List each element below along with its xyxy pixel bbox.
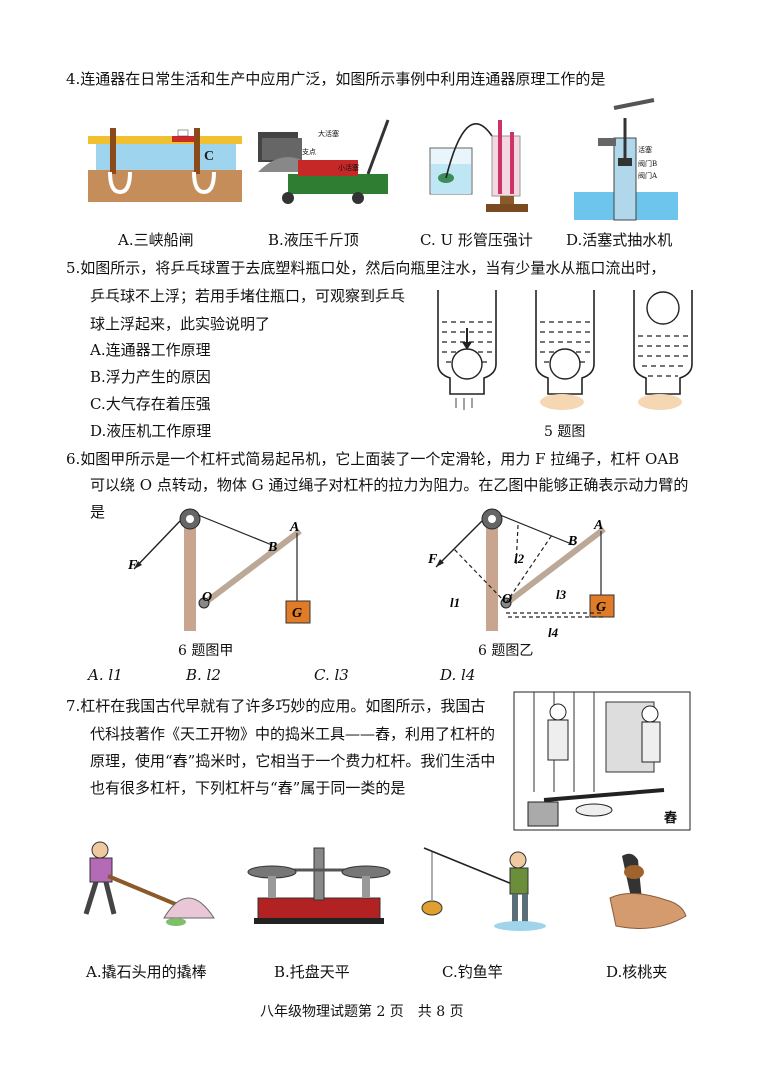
q5-option-a[interactable]: A.连通器工作原理 [90,341,211,359]
q7-option-d[interactable]: D.核桃夹 [606,963,668,981]
q6-caption-a: 6 题图甲 [178,643,234,659]
svg-text:l4: l4 [548,625,559,640]
q7-option-a[interactable]: A.撬石头用的撬棒 [86,963,207,981]
svg-text:O: O [502,592,512,607]
q4-option-a[interactable]: A.三峡船闸 [118,231,194,249]
svg-text:F: F [127,558,138,573]
q5-stem-line1: 5.如图所示，将乒乓球置于去底塑料瓶口处，然后向瓶里注水，当有少量水从瓶口流出时… [66,259,666,277]
svg-text:l3: l3 [556,587,567,602]
svg-text:A: A [289,520,299,535]
svg-text:B: B [267,540,277,555]
q7-stem-line1: 7.杠杆在我国古代早就有了许多巧妙的应用。如图所示，我国古 [66,697,486,715]
q6-stem-line3: 是 [90,503,106,521]
mortar-pestle-figure: 舂 [513,691,691,831]
ship-lock-figure: C [88,128,242,202]
ping-pong-bottle-figure [437,290,693,410]
svg-text:l2: l2 [514,551,525,566]
q5-option-c[interactable]: C.大气存在着压强 [90,395,211,413]
fishing-rod-figure [421,847,546,931]
q5-stem-line3: 球上浮起来，此实验说明了 [90,315,271,333]
q4-option-c[interactable]: C. U 形管压强计 [420,231,533,249]
svg-text:阀门A: 阀门A [638,171,658,180]
svg-text:小活塞: 小活塞 [338,163,359,172]
u-tube-manometer-figure [429,120,528,212]
svg-text:阀门B: 阀门B [638,159,657,168]
q7-stem-line2: 代科技著作《天工开物》中的捣米工具——舂，利用了杠杆的 [90,725,496,743]
hydraulic-jack-figure: 大活塞 支点 小活塞 [258,119,390,204]
svg-text:G: G [596,600,606,615]
q6-stem-line1: 6.如图甲所示是一个杠杆式简易起吊机，它上面装了一个定滑轮，用力 F 拉绳子，杠… [66,450,680,468]
nutcracker-figure [609,853,687,929]
q4-option-d[interactable]: D.活塞式抽水机 [566,231,673,249]
svg-text:l1: l1 [450,595,460,610]
q5-option-b[interactable]: B.浮力产生的原因 [90,368,211,386]
svg-text:O: O [202,590,212,605]
q4-option-b[interactable]: B.液压千斤顶 [268,231,359,249]
q7-option-c[interactable]: C.钓鱼竿 [442,963,503,981]
q6-option-d[interactable]: D. l4 [440,666,476,684]
q6-option-c[interactable]: C. l3 [314,666,349,684]
svg-text:C: C [204,149,214,164]
crane-figure-a: F O B A G [127,508,311,631]
crowbar-figure [83,841,215,926]
svg-text:G: G [292,606,302,621]
svg-text:活塞: 活塞 [638,145,652,154]
q6-caption-b: 6 题图乙 [478,643,534,659]
q4-stem: 4.连通器在日常生活和生产中应用广泛，如图所示事例中利用连通器原理工作的是 [66,70,606,88]
svg-text:F: F [427,552,438,567]
svg-text:A: A [593,518,603,533]
svg-text:舂: 舂 [663,810,678,826]
svg-text:支点: 支点 [302,147,316,156]
page-footer: 八年级物理试题第 2 页 共 8 页 [260,1004,464,1020]
q7-stem-line3: 原理，使用“舂”捣米时，它相当于一个费力杠杆。我们生活中 [90,752,496,770]
q5-figure-caption: 5 题图 [544,424,586,440]
balance-scale-figure [247,847,391,924]
svg-text:B: B [567,534,577,549]
q6-option-a[interactable]: A. l1 [88,666,123,684]
q6-option-b[interactable]: B. l2 [186,666,221,684]
crane-figure-b: F O B A G l1 l2 l3 l4 [427,508,615,640]
q5-stem-line2: 乒乓球不上浮；若用手堵住瓶口，可观察到乒乓 [90,287,406,305]
q7-stem-line4: 也有很多杠杆，下列杠杆与“舂”属于同一类的是 [90,779,406,797]
q6-stem-line2: 可以绕 O 点转动，物体 G 通过绳子对杠杆的拉力为阻力。在乙图中能够正确表示动… [90,476,689,494]
piston-pump-figure: 活塞 阀门B 阀门A [574,98,678,221]
q5-option-d[interactable]: D.液压机工作原理 [90,422,212,440]
q7-option-b[interactable]: B.托盘天平 [274,963,350,981]
svg-text:大活塞: 大活塞 [318,129,339,138]
